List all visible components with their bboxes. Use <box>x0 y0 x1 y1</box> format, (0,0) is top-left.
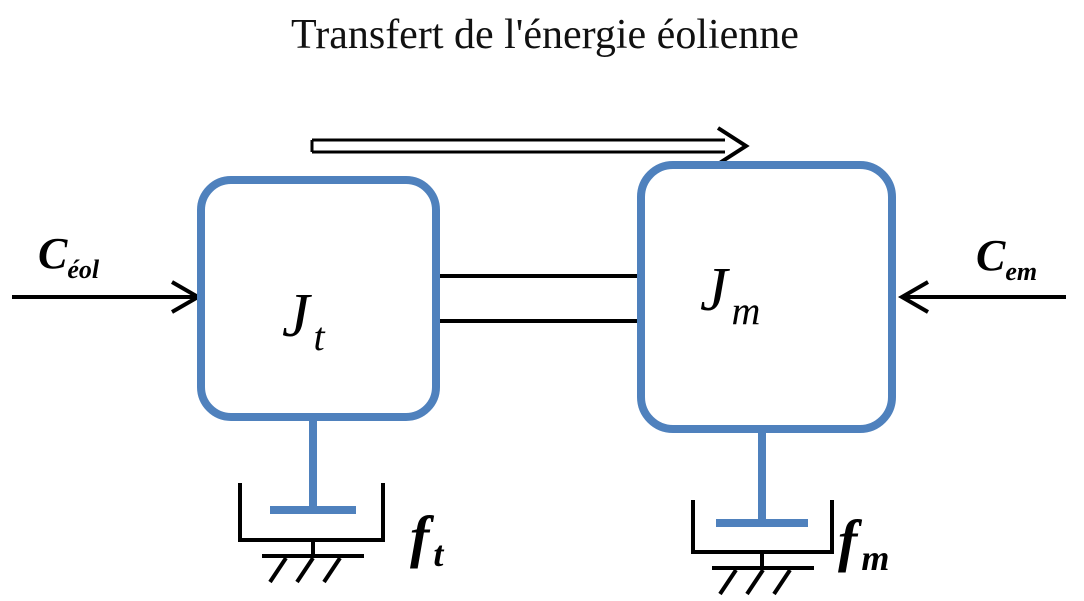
transfer-direction-arrow <box>310 126 750 166</box>
turbine-damper <box>238 421 385 584</box>
machine-friction-subscript: m <box>861 538 889 578</box>
turbine-inertia-box <box>197 176 440 421</box>
right-torque-label: Cem <box>976 231 1037 286</box>
left-torque-subscript: éol <box>67 255 100 284</box>
machine-inertia-symbol: J <box>700 256 730 324</box>
turbine-friction-symbol: f <box>410 504 435 569</box>
turbine-inertia-symbol: J <box>282 282 312 350</box>
turbine-friction-subscript: t <box>433 534 444 574</box>
machine-inertia-box <box>637 161 896 433</box>
left-torque-symbol: C <box>38 229 68 278</box>
right-torque-subscript: em <box>1005 257 1037 286</box>
coupling-shaft <box>436 274 640 323</box>
right-torque-arrow <box>897 280 1066 314</box>
machine-friction-symbol: f <box>838 508 863 573</box>
machine-inertia-subscript: m <box>732 288 761 333</box>
turbine-inertia-subscript: t <box>314 314 326 359</box>
machine-damper <box>691 433 834 596</box>
left-torque-arrow <box>12 280 203 314</box>
right-torque-symbol: C <box>976 231 1006 280</box>
left-torque-label: Céol <box>38 229 100 284</box>
diagram-title: Transfert de l'énergie éolienne <box>291 12 799 58</box>
